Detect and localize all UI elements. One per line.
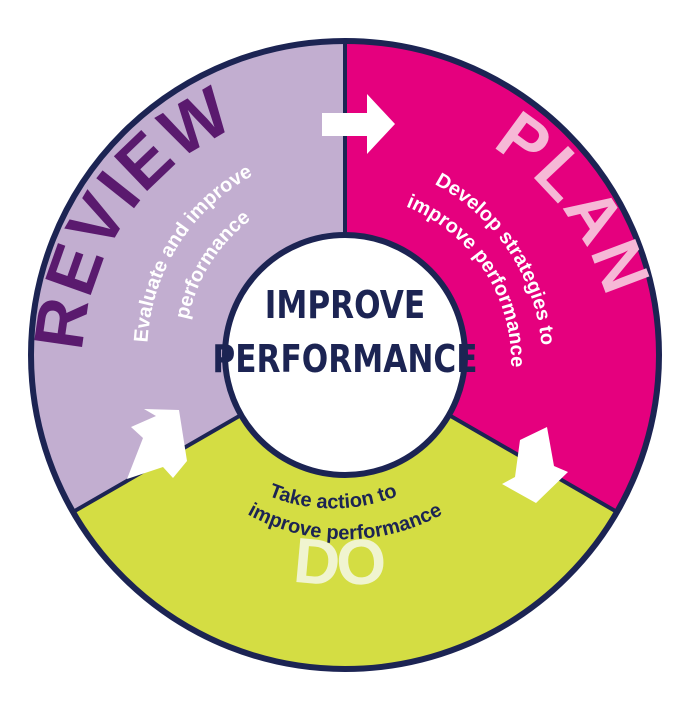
arrow-plan-to-do-icon bbox=[502, 427, 568, 503]
center-title-line2: PERFORMANCE bbox=[212, 338, 477, 382]
center-circle bbox=[222, 232, 468, 478]
do-title: DO bbox=[291, 524, 389, 600]
arrow-review-to-plan-icon bbox=[322, 94, 395, 154]
center-title-line1: IMPROVE bbox=[265, 284, 425, 328]
arrow-do-to-review-icon bbox=[127, 409, 187, 479]
